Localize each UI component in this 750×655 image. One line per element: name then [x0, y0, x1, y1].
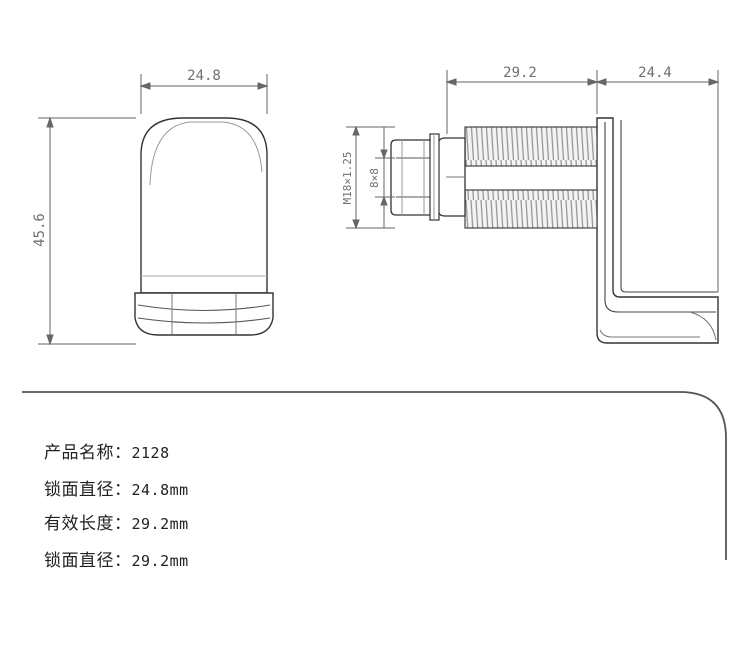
- side-view: [390, 117, 719, 344]
- dim-height-front: 45.6: [32, 213, 48, 247]
- dim-thread: M18×1.25: [341, 152, 354, 205]
- dim-plate-width: 24.4: [638, 65, 672, 81]
- spec-value: 29.2mm: [131, 515, 189, 533]
- spec-label: 锁面直径：: [44, 551, 132, 571]
- spec-face-diameter-2: 锁面直径：29.2mm: [44, 546, 189, 571]
- dim-nut: 8×8: [368, 168, 381, 188]
- dim-width-front: 24.8: [187, 68, 221, 84]
- spec-value: 29.2mm: [131, 552, 189, 570]
- spec-effective-length: 有效长度：29.2mm: [44, 509, 189, 534]
- spec-product-name: 产品名称：2128: [44, 438, 170, 463]
- spec-value: 2128: [131, 444, 170, 462]
- spec-label: 有效长度：: [44, 514, 132, 534]
- spec-label: 产品名称：: [44, 443, 132, 463]
- spec-face-diameter: 锁面直径：24.8mm: [44, 475, 189, 500]
- spec-value: 24.8mm: [131, 481, 189, 499]
- spec-label: 锁面直径：: [44, 480, 132, 500]
- dimension-lines-side: [346, 70, 720, 292]
- front-view: [134, 117, 274, 336]
- frame-divider: [22, 391, 727, 560]
- dim-bolt-length: 29.2: [503, 65, 537, 81]
- dimension-lines-front: [38, 74, 269, 346]
